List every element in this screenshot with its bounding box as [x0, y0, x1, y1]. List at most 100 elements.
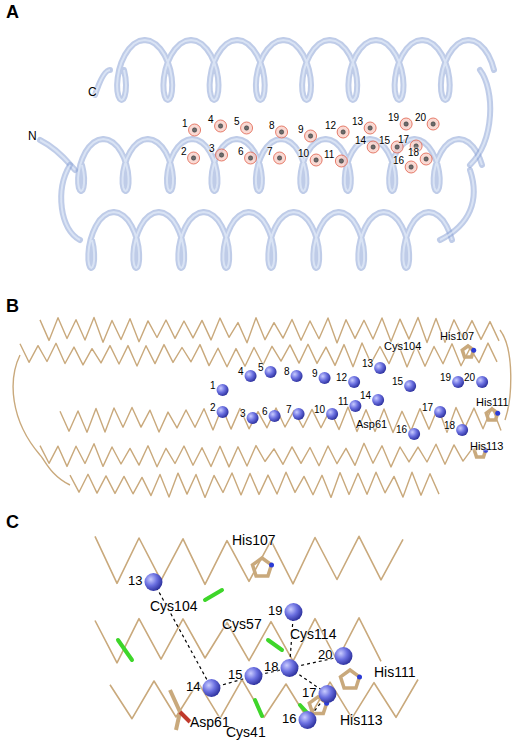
residue-label: C: [88, 86, 97, 100]
metal-sphere: [476, 376, 488, 388]
ribbon-highlight: [61, 165, 80, 240]
ribbon-highlight: [88, 212, 452, 268]
metal-sphere: [202, 679, 220, 697]
site-number: 19: [268, 604, 282, 619]
site-number: 5: [258, 362, 264, 374]
metal-sphere: [298, 711, 316, 729]
density-atom: [431, 122, 435, 126]
density-blob: [215, 120, 227, 132]
cysteine-stick: [268, 640, 282, 650]
ribbon-tube: [440, 170, 474, 240]
panel-letter: B: [6, 296, 19, 317]
site-number: 14: [360, 390, 371, 402]
site-number: 11: [338, 396, 348, 408]
density-blob: [337, 126, 349, 138]
site-number: 9: [298, 124, 304, 136]
site-number: 16: [396, 424, 407, 436]
nitrogen-atom: [495, 411, 500, 416]
site-number: 17: [302, 686, 316, 701]
density-blob: [305, 130, 317, 142]
site-number: 13: [362, 358, 373, 370]
site-number: 6: [238, 146, 244, 158]
metal-sphere: [265, 366, 277, 378]
density-atom: [279, 130, 283, 134]
site-number: 14: [355, 135, 366, 147]
metal-sphere: [334, 647, 352, 665]
site-number: 10: [298, 148, 309, 160]
cysteine-stick: [118, 640, 132, 660]
density-atom: [339, 159, 343, 163]
density-atom: [368, 126, 372, 130]
density-atom: [314, 158, 318, 162]
site-number: 12: [336, 372, 347, 384]
site-number: 15: [392, 376, 403, 388]
ribbon-highlight: [95, 70, 110, 95]
density-atom: [248, 156, 252, 160]
residue-label: Cys104: [150, 598, 197, 614]
site-number: 3: [209, 143, 215, 155]
site-number: 6: [262, 406, 268, 418]
site-number: 8: [269, 120, 275, 132]
site-number: 3: [240, 408, 246, 420]
density-blob: [241, 122, 253, 134]
density-atom: [409, 165, 413, 169]
site-number: 2: [210, 402, 216, 414]
site-number: 15: [228, 668, 242, 683]
density-blob: [276, 126, 288, 138]
density-blob: [335, 155, 347, 167]
residue-label: His107: [440, 330, 474, 343]
density-atom: [244, 126, 248, 130]
backbone-trace: [70, 472, 439, 497]
metal-sphere: [374, 362, 386, 374]
density-atom: [192, 128, 196, 132]
metal-sphere: [280, 659, 298, 677]
metal-sphere: [319, 372, 331, 384]
density-atom: [219, 153, 223, 157]
metal-sphere: [326, 408, 338, 420]
site-number: 7: [286, 404, 292, 416]
metal-sphere: [284, 603, 302, 621]
cysteine-stick: [205, 590, 222, 600]
nitrogen-atom: [269, 563, 274, 568]
site-number: 1: [182, 118, 188, 130]
backbone-loop: [13, 330, 511, 485]
residue-label: His113: [470, 440, 503, 453]
site-number: 19: [440, 372, 451, 384]
density-blob: [367, 141, 379, 153]
site-number: 1: [210, 380, 216, 392]
site-number: 17: [422, 402, 433, 414]
density-blob: [274, 152, 286, 164]
residue-label: His113: [340, 712, 383, 728]
panel-letter: C: [6, 512, 19, 533]
metal-sphere: [404, 380, 416, 392]
density-atom: [308, 134, 312, 138]
site-number: 5: [234, 116, 240, 128]
metal-sphere: [293, 408, 305, 420]
density-blob: [188, 152, 200, 164]
density-atom: [191, 156, 195, 160]
site-number: 9: [312, 368, 318, 380]
site-number: 11: [324, 149, 334, 161]
site-number: 16: [282, 712, 296, 727]
density-atom: [395, 145, 399, 149]
metal-sphere: [144, 573, 162, 591]
metal-sphere: [348, 376, 360, 388]
cysteine-stick: [255, 700, 262, 716]
density-blob: [310, 154, 322, 166]
density-atom: [371, 145, 375, 149]
site-number: 4: [238, 366, 244, 378]
site-number: 13: [128, 574, 142, 589]
nitrogen-atom: [357, 675, 362, 680]
residue-label: His107: [232, 532, 276, 548]
residue-label: Cys104: [384, 340, 421, 353]
site-number: 8: [284, 366, 290, 378]
ribbon-tube: [88, 212, 452, 268]
site-number: 15: [379, 135, 390, 147]
density-atom: [341, 130, 345, 134]
site-number: 20: [464, 372, 475, 384]
site-number: 12: [325, 120, 336, 132]
residue-label: Cys114: [290, 626, 336, 642]
ribbon-tube: [470, 70, 490, 165]
metal-sphere: [456, 424, 468, 436]
ribbon-tube: [61, 165, 80, 240]
